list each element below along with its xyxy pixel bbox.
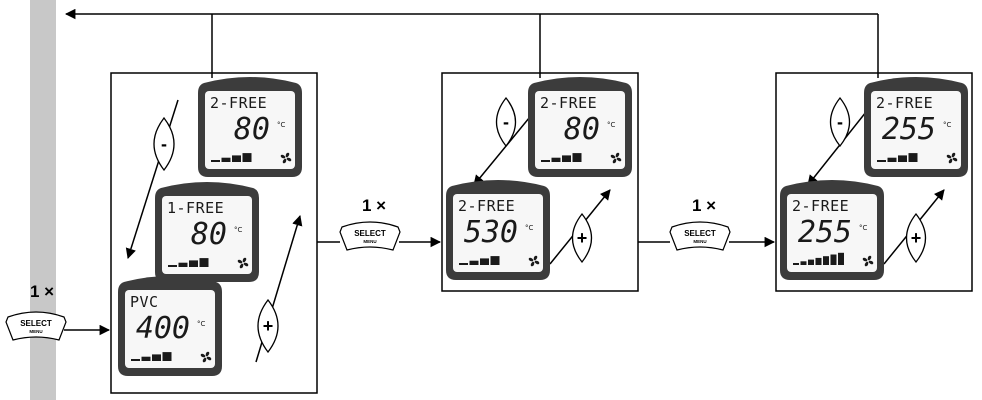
repeat-count-3: 1 × xyxy=(692,196,716,215)
display-unit-label: °C xyxy=(277,121,286,129)
minus-button-3[interactable]: - xyxy=(829,96,851,148)
level-bars-icon xyxy=(211,153,252,162)
display-unit-label: °C xyxy=(943,121,952,129)
display-unit-label: °C xyxy=(197,320,206,328)
svg-text:-: - xyxy=(161,134,167,154)
minus-button-2[interactable]: - xyxy=(495,96,517,148)
plus-button-3[interactable]: + xyxy=(905,212,927,264)
level-bars-icon xyxy=(168,258,209,267)
svg-text:MENU: MENU xyxy=(29,329,42,334)
flow-arrows xyxy=(64,236,776,336)
level-bars-icon xyxy=(877,153,918,162)
group-box-2 xyxy=(441,72,639,292)
select-button-3[interactable]: SELECT MENU xyxy=(669,221,731,251)
svg-text:SELECT: SELECT xyxy=(684,229,716,238)
svg-text:+: + xyxy=(577,228,588,248)
return-bar xyxy=(30,0,56,400)
return-path xyxy=(64,8,879,78)
display-unit-label: °C xyxy=(607,121,616,129)
svg-text:-: - xyxy=(503,112,509,132)
display-temperature-value: 255 xyxy=(798,215,852,250)
display-temperature-value: 255 xyxy=(882,112,936,147)
display-mode-label: PVC xyxy=(130,293,159,311)
display-temperature-value: 400 xyxy=(136,311,190,346)
display-temperature-value: 530 xyxy=(464,215,518,250)
display-temperature-value: 80 xyxy=(234,112,270,147)
svg-text:SELECT: SELECT xyxy=(20,319,52,328)
svg-text:-: - xyxy=(837,112,843,132)
display-mode-label: 2-FREE xyxy=(792,197,849,215)
repeat-count-1: 1 × xyxy=(30,282,54,301)
display-unit-label: °C xyxy=(234,226,243,234)
select-button-2[interactable]: SELECT MENU xyxy=(339,221,401,251)
repeat-count-2: 1 × xyxy=(362,196,386,215)
display-mode-label: 2-FREE xyxy=(210,94,267,112)
level-bars-icon xyxy=(541,153,582,162)
group-box-1 xyxy=(110,72,318,394)
display-mode-label: 1-FREE xyxy=(167,199,224,217)
svg-text:MENU: MENU xyxy=(363,239,376,244)
display-unit-label: °C xyxy=(859,224,868,232)
display-temperature-value: 80 xyxy=(191,217,227,252)
level-bars-icon xyxy=(793,252,844,265)
select-button-1[interactable]: SELECT MENU xyxy=(5,311,67,341)
plus-button-2[interactable]: + xyxy=(571,212,593,264)
svg-text:+: + xyxy=(263,316,274,336)
svg-text:SELECT: SELECT xyxy=(354,229,386,238)
display-temperature-value: 80 xyxy=(564,112,600,147)
display-mode-label: 2-FREE xyxy=(876,94,933,112)
display-mode-label: 2-FREE xyxy=(540,94,597,112)
group-box-3 xyxy=(775,72,973,292)
svg-text:MENU: MENU xyxy=(693,239,706,244)
svg-text:+: + xyxy=(911,228,922,248)
level-bars-icon xyxy=(459,256,500,265)
plus-button-1[interactable]: + xyxy=(257,298,279,354)
minus-button-1[interactable]: - xyxy=(153,116,175,172)
display-unit-label: °C xyxy=(525,224,534,232)
level-bars-icon xyxy=(131,352,172,361)
display-mode-label: 2-FREE xyxy=(458,197,515,215)
